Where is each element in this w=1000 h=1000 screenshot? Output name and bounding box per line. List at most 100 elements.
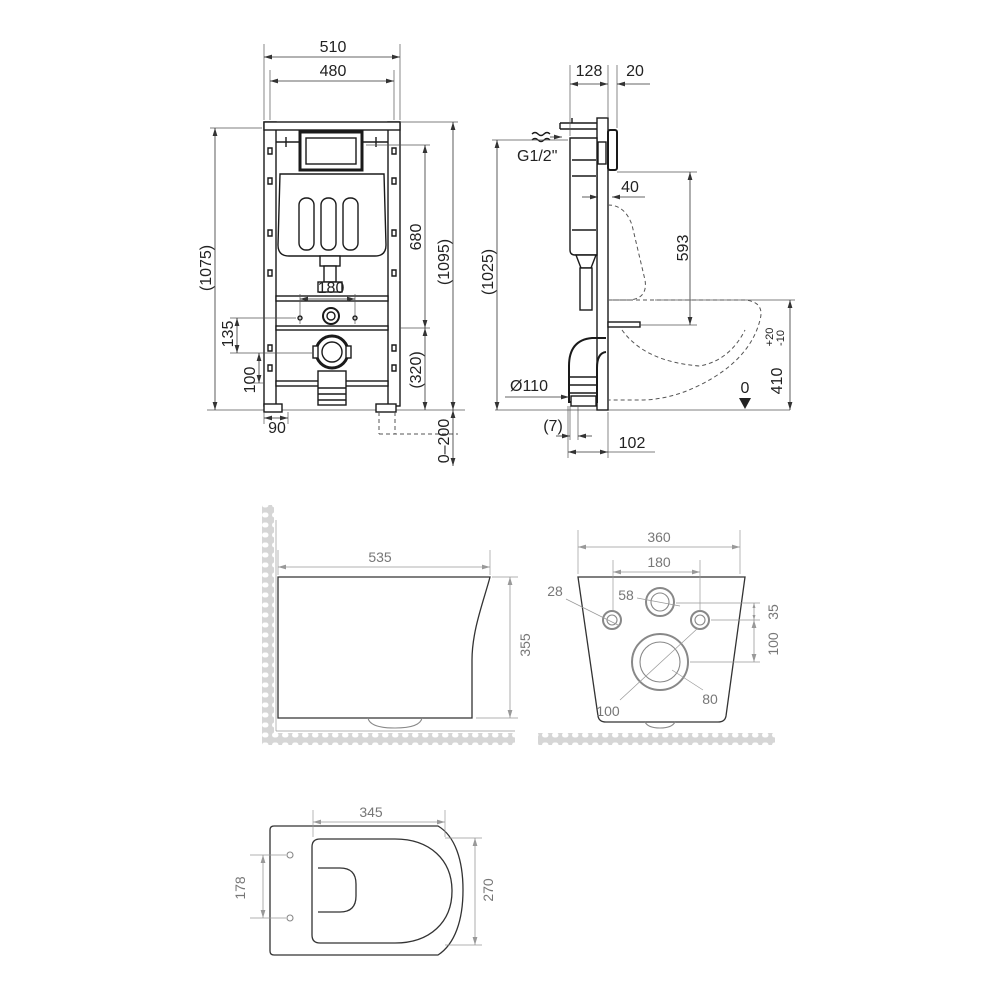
label-135: 135 [220, 321, 237, 348]
drain-end [570, 395, 597, 407]
label-40: 40 [621, 179, 639, 196]
foot-extension [378, 412, 396, 434]
drain-pipe-rings [318, 387, 346, 401]
dim-seat-height: 410 +20 -10 [655, 299, 795, 410]
label-tolerance-plus: +20 [764, 328, 776, 347]
bowl-opening [318, 867, 357, 913]
cistern-rib [342, 197, 359, 251]
cistern-side-lines [572, 159, 596, 231]
drain-flange [312, 345, 319, 359]
bolt-hole-left-inner [606, 614, 618, 626]
dim-inner-width: 480 [269, 63, 395, 120]
dim-total-height: (1095) [400, 121, 458, 410]
frame-side [596, 117, 609, 411]
dim-hole-offsets: 35 100 [676, 602, 781, 663]
cistern-rib [320, 197, 337, 251]
dim-cistern-height: 680 [366, 144, 430, 329]
label-7: (7) [543, 418, 563, 435]
label-top-bolt-spacing: 178 [232, 876, 248, 900]
label-water-inlet: G1/2" [517, 148, 557, 165]
front-view: 510 480 (1075) 680 (320) (1095) [198, 39, 465, 466]
raised-seat-outline [607, 204, 646, 301]
dim-593: 593 [617, 171, 697, 326]
inlet-hole [645, 587, 675, 617]
dim-bolt-spacing: 180 [299, 280, 356, 324]
dim-foot-width: 90 [263, 412, 289, 437]
label-height-left: (1075) [198, 245, 215, 291]
cistern-side [569, 137, 598, 256]
frame-top-bar [263, 121, 401, 131]
bolt-hole-left [602, 610, 622, 630]
label-593: 593 [675, 235, 692, 262]
bowl-top-outline [269, 825, 464, 956]
dim-drain-height: (320) [408, 328, 428, 410]
drain-hole [631, 633, 689, 691]
frame-top-bracket [559, 118, 597, 130]
bowl-top-view: 345 178 270 [232, 804, 496, 956]
bolt-hole-right [690, 610, 710, 630]
drain-rings [569, 376, 597, 394]
drain-elbow-side [568, 337, 607, 403]
bowl-inner-outline [621, 329, 746, 367]
side-view: G1/2" 128 20 40 593 (1025) [480, 63, 795, 458]
label-100: 100 [765, 632, 781, 656]
label-bolt-spacing: 180 [318, 280, 345, 297]
flush-pipe [317, 281, 343, 293]
flush-plate [298, 130, 364, 172]
drain-elbow-inner [321, 341, 343, 363]
cistern-rib [298, 197, 315, 251]
frame-crossbar-middle [275, 325, 389, 331]
label-seat-height: 410 [769, 368, 786, 395]
label-102: 102 [619, 435, 646, 452]
label-top-length: 345 [359, 804, 383, 820]
dim-bowl-length: 535 [277, 549, 491, 575]
dim-inlet-hole: 58 [618, 587, 681, 607]
label-drain-inner: 80 [702, 691, 718, 707]
dim-depth: 128 [569, 63, 609, 136]
flush-button [597, 141, 607, 165]
bowl-back-view: 360 180 28 58 35 100 100 [538, 529, 781, 745]
dim-135: 135 [220, 317, 313, 354]
flush-plate-brackets [276, 137, 388, 147]
label-floor-level: 0 [741, 380, 750, 397]
dim-40: 40 [582, 179, 645, 200]
frame-post-holes [267, 147, 397, 372]
label-bowl-length: 535 [368, 549, 392, 565]
label-total-height: (1095) [436, 239, 453, 285]
bolt-hole-right-inner [694, 614, 706, 626]
floor-level-marker: 0 [739, 380, 751, 409]
bowl-drain-bump [367, 717, 423, 729]
inlet-hole-inner [650, 592, 670, 612]
cistern-body [277, 173, 387, 257]
flush-pipe-side [579, 267, 593, 311]
dim-drain-diameter: Ø110 [505, 378, 569, 400]
dim-7: (7) [543, 406, 592, 440]
dim-bowl-height: 355 [476, 576, 533, 719]
floor-hatch [538, 733, 775, 745]
water-inlet-waves [531, 131, 551, 143]
label-bowl-height: 355 [517, 633, 533, 657]
bowl-back-bump [644, 721, 676, 729]
dim-102: 102 [567, 406, 655, 458]
label-tolerance-minus: -10 [775, 330, 787, 346]
frame-left-post [263, 121, 277, 407]
label-side-height: (1025) [480, 249, 497, 295]
flush-pipe [319, 255, 341, 267]
label-bowl-width: 360 [647, 529, 671, 545]
bowl-side-view: 535 355 [262, 505, 533, 745]
bowl-side-outline [608, 299, 762, 401]
flush-plate-inner [305, 137, 357, 165]
dim-bolt-hole: 28 [547, 583, 621, 627]
dim-drain-outer: 100 [596, 627, 699, 719]
dim-100: 100 [242, 353, 264, 393]
label-back-bolt-spacing: 180 [647, 554, 671, 570]
label-foot-adjust: 0–200 [436, 419, 453, 464]
dim-foot-adjust: 0–200 [379, 410, 458, 466]
dim-drain-inner: 80 [671, 669, 718, 707]
label-35: 35 [765, 604, 781, 620]
label-drain-diameter: Ø110 [510, 378, 548, 395]
flush-outlet-inner [326, 311, 336, 321]
label-100: 100 [242, 367, 259, 394]
label-bolt-hole: 28 [547, 583, 563, 599]
